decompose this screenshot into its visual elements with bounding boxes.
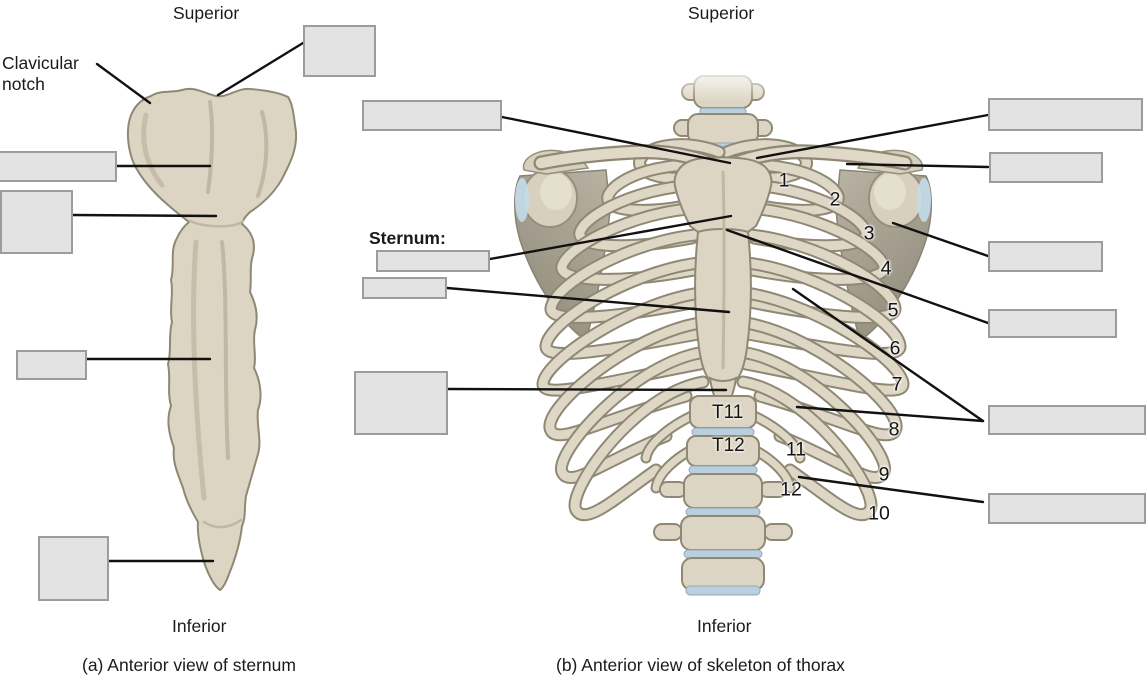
blank-label-box-a-left-3[interactable]	[16, 350, 87, 380]
lower-vertebrae	[653, 395, 793, 596]
blank-label-box-b-right-2[interactable]	[989, 152, 1103, 183]
blank-label-box-b-left-lower[interactable]	[354, 371, 448, 435]
blank-label-box-b-right-1[interactable]	[988, 98, 1143, 131]
rib-number-12: 12	[780, 478, 802, 501]
thorax-illustration	[515, 66, 933, 596]
sternum-illustration	[126, 87, 298, 592]
blank-label-box-b-right-5[interactable]	[988, 405, 1146, 435]
blank-label-box-b-right-3[interactable]	[988, 241, 1103, 272]
rib-number-11: 11	[785, 438, 807, 461]
rib-number-6: 6	[889, 337, 901, 360]
rib-number-9: 9	[878, 463, 890, 486]
blank-label-box-b-left-upper[interactable]	[362, 100, 502, 131]
panel-b-inferior-label: Inferior	[697, 616, 752, 636]
panel-a-caption: (a) Anterior view of sternum	[82, 655, 296, 675]
clavicular-notch-label: Clavicular notch	[2, 53, 79, 94]
blank-label-box-a-left-1[interactable]	[0, 151, 117, 182]
blank-label-box-a-left-4[interactable]	[38, 536, 109, 601]
leader-lines	[71, 41, 990, 563]
blank-label-box-b-sternum-1[interactable]	[376, 250, 490, 272]
blank-label-box-b-right-4[interactable]	[988, 309, 1117, 338]
panel-b-caption: (b) Anterior view of skeleton of thorax	[556, 655, 845, 675]
rib-number-2: 2	[829, 188, 841, 211]
glenoid	[917, 178, 931, 222]
rib-number-1: 1	[778, 169, 790, 192]
rib-number-10: 10	[868, 502, 890, 525]
rib-number-5: 5	[887, 299, 899, 322]
blank-label-box-b-right-6[interactable]	[988, 493, 1146, 524]
panel-a-superior-label: Superior	[173, 3, 240, 23]
rib-number-3: 3	[863, 222, 875, 245]
rib-number-4: 4	[880, 257, 892, 280]
thorax-sternum	[673, 156, 773, 414]
vertebra-label-t12: T12	[712, 435, 745, 456]
rib-number-8: 8	[888, 418, 900, 441]
panel-b-superior-label: Superior	[688, 3, 755, 23]
blank-label-box-b-sternum-2[interactable]	[362, 277, 447, 299]
panel-a-inferior-label: Inferior	[172, 616, 227, 636]
vertebra-label-t11: T11	[712, 402, 744, 423]
sternum-heading: Sternum:	[369, 228, 446, 248]
blank-label-box-a-left-2[interactable]	[0, 190, 73, 254]
ribs	[720, 138, 910, 522]
rib-number-7: 7	[891, 373, 903, 396]
upper-vertebrae	[655, 66, 835, 176]
blank-label-box-a-upper-right[interactable]	[303, 25, 376, 77]
